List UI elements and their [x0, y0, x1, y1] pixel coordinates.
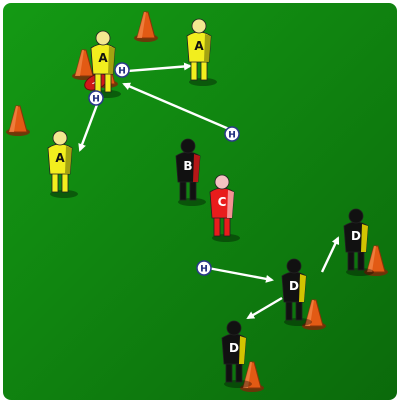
player-a: A — [47, 130, 78, 198]
handball-label: H — [200, 265, 208, 275]
player-d: D — [343, 208, 374, 276]
handball-label: H — [92, 95, 100, 105]
handball-marker: H — [88, 90, 104, 106]
pass-arrow — [320, 236, 340, 273]
cone — [6, 105, 30, 136]
player-d: D — [221, 320, 252, 388]
pass-arrow — [246, 296, 283, 320]
player-label: D — [229, 341, 239, 355]
arrows-layer — [78, 62, 340, 320]
player-label: C — [218, 195, 227, 209]
pass-arrow — [78, 101, 100, 152]
player-d: D — [281, 258, 312, 326]
player-label: D — [289, 279, 299, 293]
pass-arrow — [207, 266, 274, 283]
cone — [302, 299, 326, 330]
player-b: B — [175, 138, 206, 206]
cone — [134, 11, 158, 42]
handball-label: H — [228, 131, 236, 141]
handball-marker: H — [196, 260, 212, 276]
cone — [240, 361, 264, 392]
player-c: C — [209, 174, 240, 242]
handball-marker: H — [114, 62, 130, 78]
player-label: A — [55, 151, 65, 165]
players-layer: A A A B C D D D — [47, 18, 374, 388]
handball-label: H — [118, 67, 126, 77]
player-a: A — [186, 18, 217, 86]
player-label: A — [194, 39, 204, 53]
handball-marker: H — [224, 126, 240, 142]
player-label: B — [183, 159, 192, 173]
handball-markers-layer: H H H H — [88, 62, 240, 276]
cones-layer — [6, 11, 388, 392]
player-label: D — [351, 229, 361, 243]
player-label: A — [98, 51, 108, 65]
cone — [364, 245, 388, 276]
pass-arrow — [122, 82, 237, 134]
